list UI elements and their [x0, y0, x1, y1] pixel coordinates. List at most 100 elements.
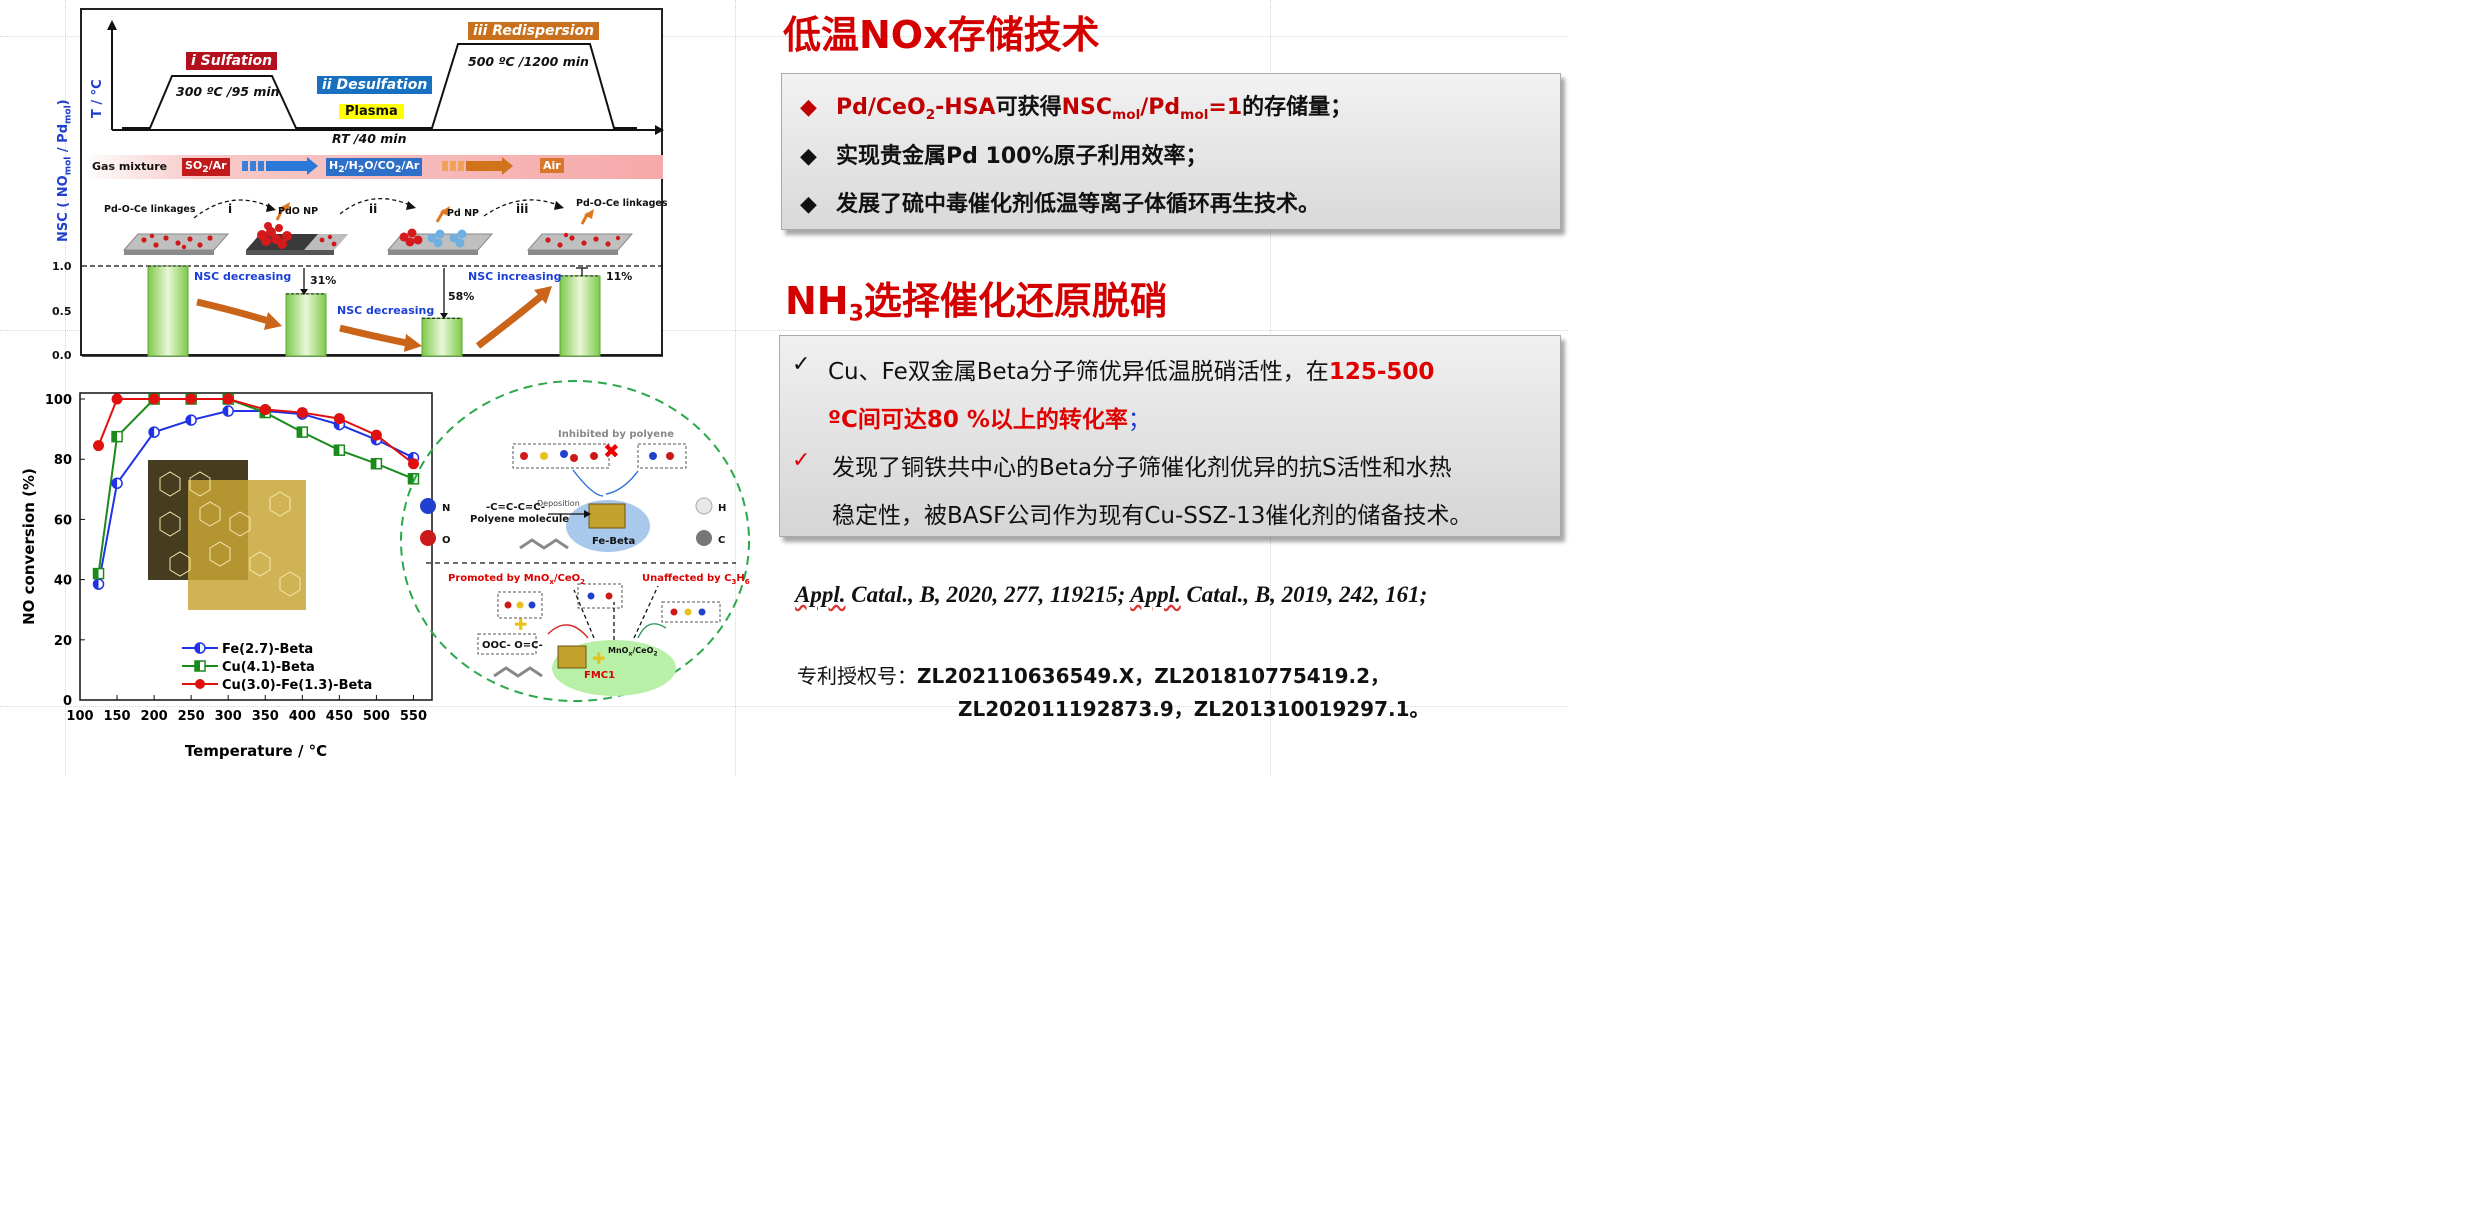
atom-h-label: H: [718, 503, 727, 514]
title-nh3-scr: NH3选择催化还原脱硝: [785, 279, 1168, 327]
data-point-fill: [93, 568, 99, 579]
nsc-ytick-1: 1.0: [52, 260, 72, 273]
x-tick-label: 200: [141, 709, 168, 724]
gas-air: Air: [540, 158, 564, 173]
legend-marker-fill: [195, 661, 200, 671]
drop-58: 58%: [448, 290, 475, 303]
references: Appl. Catal., B, 2020, 277, 119215; Appl…: [795, 582, 1428, 607]
species-label-2: PdO NP: [278, 206, 319, 217]
x-tick-label: 550: [400, 709, 427, 724]
x-tick-label: 250: [178, 709, 205, 724]
drop-31: 31%: [310, 274, 337, 287]
mnox-label: MnOx/CeO2: [608, 646, 658, 658]
inhibited-label: Inhibited by polyene: [558, 429, 674, 440]
x-tick-label: 400: [289, 709, 316, 724]
nsc-bars: [147, 265, 601, 357]
legend-label: Cu(3.0)-Fe(1.3)-Beta: [222, 678, 372, 693]
nsc-bar: [147, 265, 189, 357]
stage-sulfation-condition: 300 ºC /95 min: [176, 84, 280, 99]
check-icon: ✓: [792, 352, 811, 377]
x-tick-label: 300: [215, 709, 242, 724]
temperature-profile: [82, 20, 664, 357]
stage-redispersion-condition: 500 ºC /1200 min: [468, 54, 589, 69]
data-point-fill: [334, 445, 340, 456]
diamond-bullet-red: ◆: [800, 95, 817, 120]
data-point: [407, 458, 419, 470]
stage-desulfation-condition: RT /40 min: [332, 131, 407, 146]
gas-h2-h2o-co2: H2/H2O/CO2/Ar: [326, 158, 423, 177]
data-point-fill: [408, 473, 414, 484]
fe-beta-label: Fe-Beta: [592, 536, 636, 547]
scr-point-2-line-2: 稳定性，被BASF公司作为现有Cu-SSZ-13催化剂的储备技术。: [832, 503, 1473, 529]
step-ii: ii: [369, 202, 378, 216]
svg-text:✚: ✚: [592, 649, 605, 668]
data-point-fill: [93, 579, 99, 590]
data-point: [111, 393, 123, 405]
atom-o-label: O: [442, 535, 451, 546]
ooc-label: OOC- O=C-: [482, 640, 543, 651]
legend-label: Fe(2.7)-Beta: [222, 642, 313, 657]
species-label-4: Pd-O-Ce linkages: [576, 198, 668, 209]
gas-so2: SO2/Ar: [182, 158, 230, 177]
schematic-panel: i Sulfation 300 ºC /95 min ii Desulfatio…: [52, 8, 668, 362]
mechanism-diagram: ✖ ✚ ✚: [400, 380, 750, 702]
data-point: [370, 429, 382, 441]
y-tick-label: 0: [63, 694, 72, 709]
nsc-bar: [285, 293, 327, 357]
title-nox-storage: 低温NOx存储技术: [783, 13, 1100, 57]
x-axis-label: Temperature / °C: [185, 742, 327, 760]
step-iii: iii: [516, 202, 529, 216]
stage-sulfation-label: i Sulfation: [186, 52, 278, 70]
fmc1-label: FMC1: [584, 670, 616, 681]
data-point-fill: [112, 431, 118, 442]
scr-point-2-line-1: 发现了铜铁共中心的Beta分子筛催化剂优异的抗S活性和水热: [832, 455, 1452, 481]
data-point-fill: [112, 478, 118, 489]
data-point: [333, 413, 345, 425]
data-point-fill: [223, 406, 229, 417]
y-axis-label: NO conversion (%): [20, 468, 38, 625]
deposition-label: Deposition: [537, 499, 580, 508]
polyene-formula: -C=C-C=C-: [486, 502, 546, 513]
plasma-label: Plasma: [339, 104, 404, 119]
x-tick-label: 350: [252, 709, 279, 724]
nsc-bar: [559, 275, 601, 357]
data-point-fill: [297, 427, 303, 438]
temp-axis-label: T / °C: [90, 79, 105, 118]
polyene-label: Polyene molecule: [470, 514, 570, 525]
unaffected-label: Unaffected by C3H6: [642, 573, 750, 586]
storage-point-3: ◆发展了硫中毒催化剂低温等离子体循环再生技术。: [800, 192, 1321, 217]
scr-point-1-line-2: ºC间可达80 %以上的转化率；: [828, 407, 1151, 433]
stage-desulfation-label: ii Desulfation: [317, 76, 433, 94]
note-nsc-increasing: NSC increasing: [468, 270, 562, 283]
note-nsc-decreasing-2: NSC decreasing: [337, 304, 435, 317]
atom-c-label: C: [718, 535, 726, 546]
patent-line-2: ZL202011192873.9，ZL201310019297.1。: [958, 697, 1430, 721]
nh3-scr-box: ✓ Cu、Fe双金属Beta分子筛优异低温脱硝活性，在125-500 ºC间可达…: [779, 335, 1561, 537]
y-tick-label: 40: [54, 574, 72, 589]
svg-text:✖: ✖: [603, 439, 620, 463]
gas-mixture-label: Gas mixture: [92, 160, 168, 173]
stage-redispersion-label: iii Redispersion: [468, 22, 600, 40]
storage-point-2: ◆实现贵金属Pd 100%原子利用效率；: [800, 144, 1208, 169]
y-tick-label: 20: [54, 634, 72, 649]
x-tick-label: 150: [103, 709, 130, 724]
data-point: [296, 407, 308, 419]
legend-label: Cu(4.1)-Beta: [222, 660, 315, 675]
svg-text:✚: ✚: [514, 615, 527, 634]
x-tick-label: 500: [363, 709, 390, 724]
nsc-axis-label: NSC ( NOmol / Pdmol): [56, 99, 74, 242]
y-tick-label: 100: [45, 393, 72, 408]
data-point: [185, 393, 197, 405]
scr-point-1-line-1: Cu、Fe双金属Beta分子筛优异低温脱硝活性，在125-500: [828, 359, 1435, 385]
y-tick-label: 80: [54, 453, 72, 468]
x-tick-label: 450: [326, 709, 353, 724]
check-icon: ✓: [792, 448, 811, 473]
legend-marker: [195, 679, 205, 689]
legend-marker-fill: [195, 643, 200, 653]
x-tick-label: 100: [66, 709, 93, 724]
nsc-bar: [421, 317, 463, 357]
promoted-label: Promoted by MnOx/CeO2: [448, 573, 586, 586]
data-point: [148, 393, 160, 405]
data-point: [259, 404, 271, 416]
